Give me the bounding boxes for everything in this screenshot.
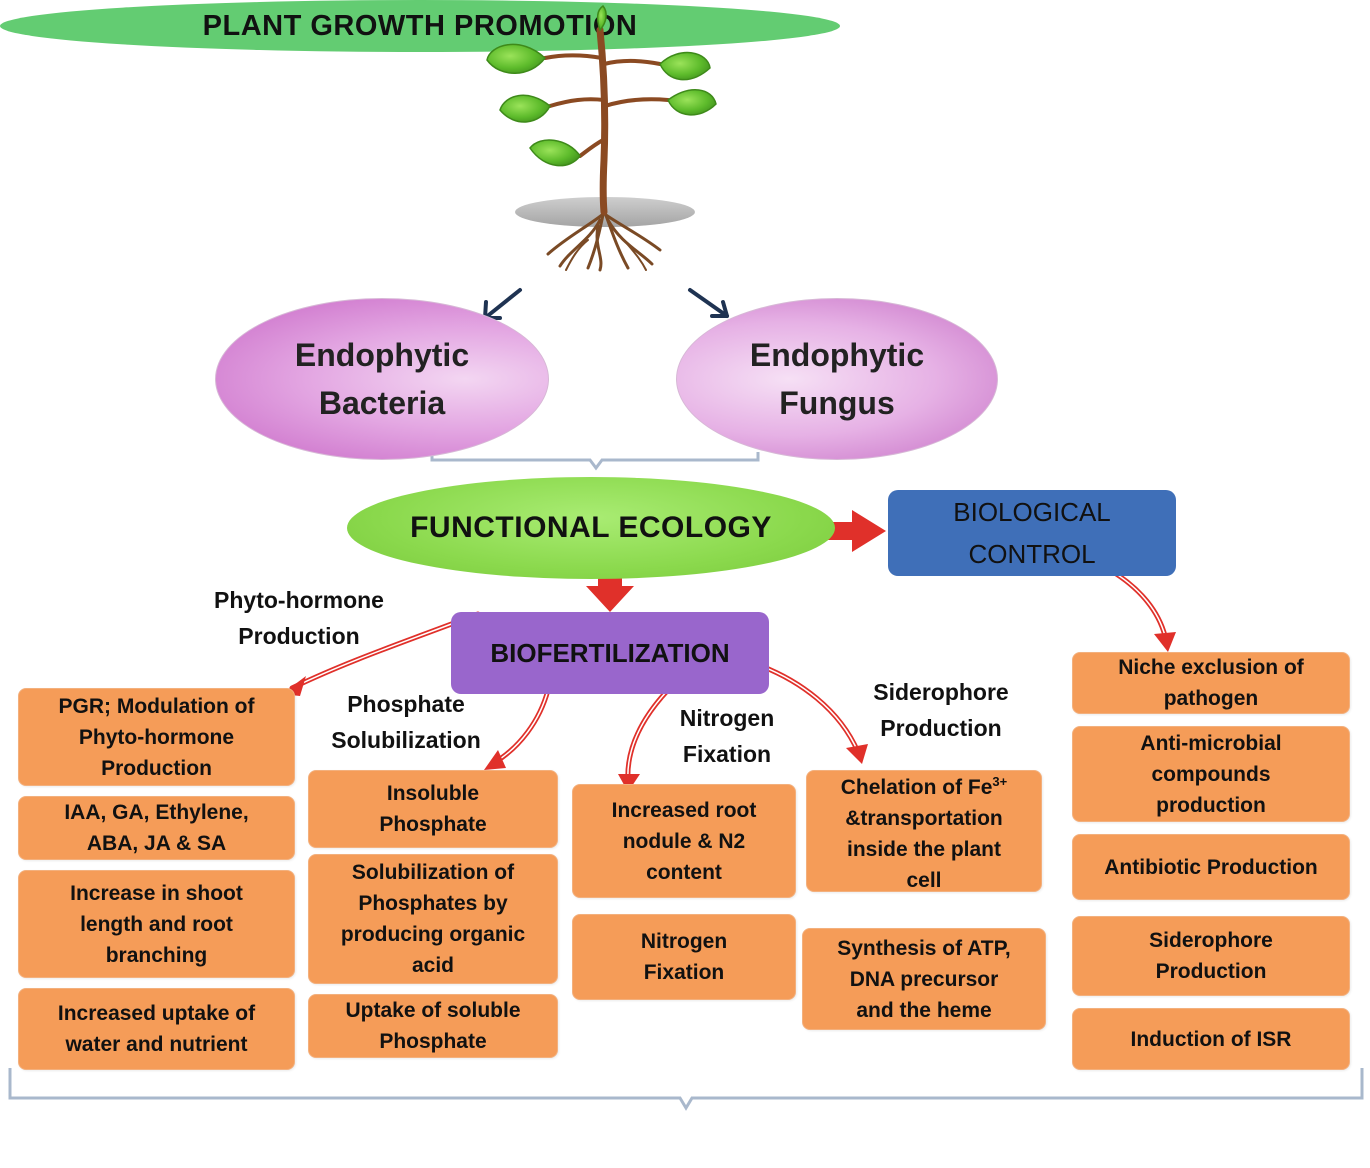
fungus-line1: Endophytic — [749, 337, 925, 373]
label-siderophore-production: Siderophore Production — [873, 679, 1009, 741]
fungus-line2: Fungus — [779, 385, 895, 421]
box-antimicrobial: Anti-microbial compounds production — [1072, 726, 1350, 822]
functional-ecology-node: FUNCTIONAL ECOLOGY — [347, 477, 835, 579]
bracket-plant-growth — [8, 1068, 1364, 1111]
stem — [596, 26, 609, 216]
biofertilization-node: BIOFERTILIZATION — [451, 612, 769, 694]
box-hormone-list: IAA, GA, Ethylene, ABA, JA & SA — [18, 796, 295, 860]
label-nitrogen-fixation: Nitrogen Fixation — [679, 705, 775, 767]
label-phosphate-solubilization: Phosphate Solubilization — [331, 691, 481, 753]
endophytic-bacteria-ellipse: Endophytic Bacteria — [215, 298, 549, 460]
arrow-to-bacteria — [483, 288, 522, 320]
box-phosphate-solubilization-acid: Solubilization of Phosphates by producin… — [308, 854, 558, 984]
box-shoot-root-growth: Increase in shoot length and root branch… — [18, 870, 295, 978]
biological-control-line2: CONTROL — [968, 539, 1096, 569]
box-insoluble-phosphate: Insoluble Phosphate — [308, 770, 558, 848]
leaves — [486, 5, 717, 167]
box-niche-exclusion: Niche exclusion of pathogen — [1072, 652, 1350, 714]
plant-illustration — [486, 5, 717, 272]
endophytic-fungus-ellipse: Endophytic Fungus — [676, 298, 998, 460]
label-phyto-hormone: Phyto-hormone Production — [214, 587, 384, 649]
box-siderophore-control: Siderophore Production — [1072, 916, 1350, 996]
box-isr-induction: Induction of ISR — [1072, 1008, 1350, 1070]
box-soluble-phosphate-uptake: Uptake of soluble Phosphate — [308, 994, 558, 1058]
arrow-functional-to-biocontrol — [828, 510, 886, 552]
bacteria-line2: Bacteria — [318, 385, 446, 421]
bacteria-line1: Endophytic — [294, 337, 470, 373]
roots — [546, 208, 662, 272]
box-iron-chelation: Chelation of Fe3+ &transportation inside… — [806, 770, 1042, 892]
branches — [543, 53, 670, 158]
bracket-microbes — [430, 452, 760, 471]
box-water-nutrient-uptake: Increased uptake of water and nutrient — [18, 988, 295, 1070]
plant-growth-promotion-node: PLANT GROWTH PROMOTION — [0, 0, 840, 52]
box-pgr-modulation: PGR; Modulation of Phyto-hormone Product… — [18, 688, 295, 786]
biological-control-node: BIOLOGICAL CONTROL — [888, 490, 1176, 576]
arrow-to-fungus — [688, 288, 729, 318]
functional-ecology-label: FUNCTIONAL ECOLOGY — [410, 511, 772, 544]
arrow-to-nitrogen — [618, 687, 671, 792]
arrow-to-phosphate — [484, 687, 551, 770]
biological-control-line1: BIOLOGICAL — [953, 497, 1111, 527]
arrow-to-siderophore — [753, 661, 868, 764]
box-antibiotic: Antibiotic Production — [1072, 834, 1350, 900]
plant-growth-promotion-label: PLANT GROWTH PROMOTION — [202, 9, 638, 42]
box-root-nodule: Increased root nodule & N2 content — [572, 784, 796, 898]
box-atp-synthesis: Synthesis of ATP, DNA precursor and the … — [802, 928, 1046, 1030]
arrow-to-control-column — [1107, 567, 1176, 652]
box-nitrogen-fixation: Nitrogen Fixation — [572, 914, 796, 1000]
biofertilization-label: BIOFERTILIZATION — [490, 637, 730, 668]
plant-to-microbes-arrows — [483, 288, 729, 320]
